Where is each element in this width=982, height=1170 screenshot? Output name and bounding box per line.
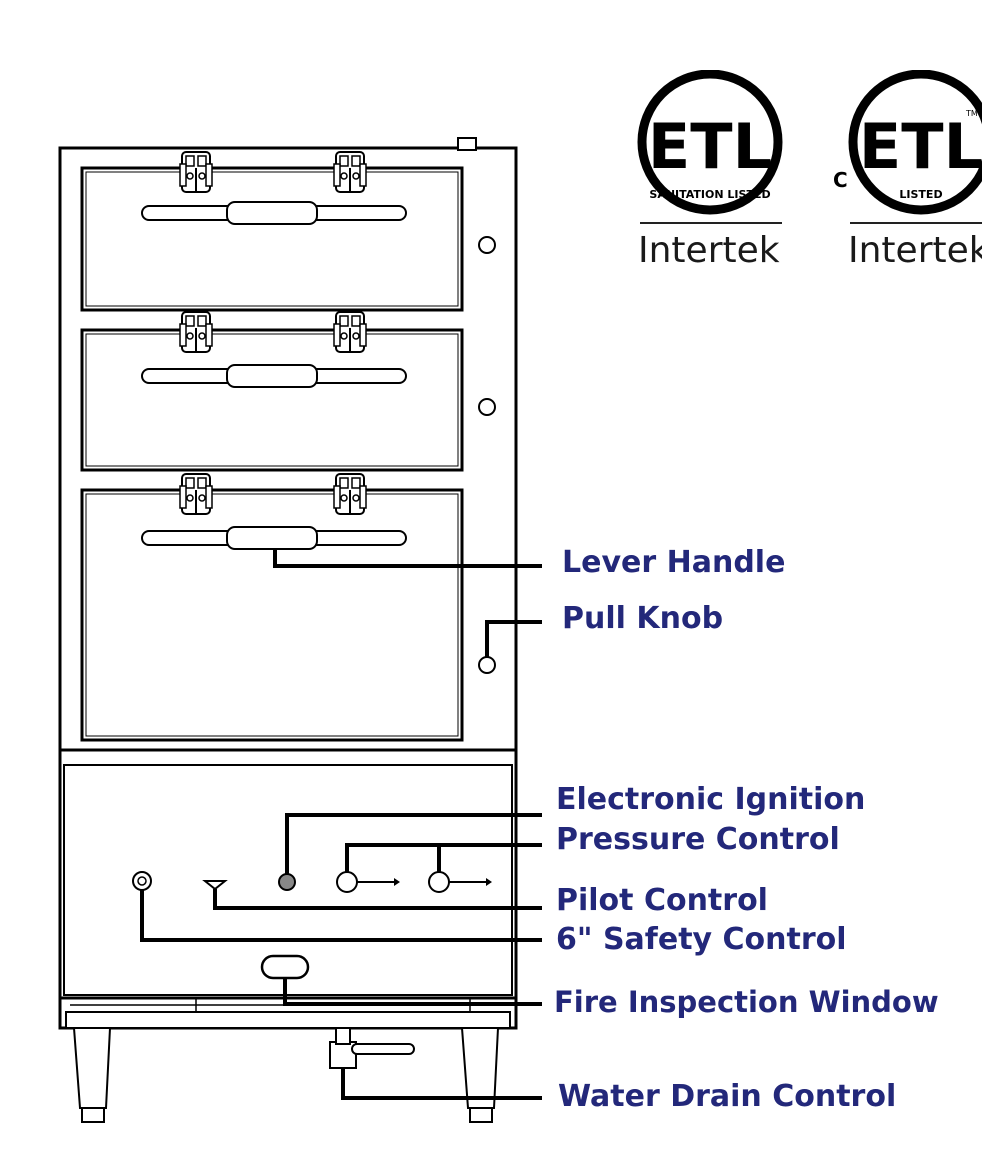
- callout-pilot-control: Pilot Control: [556, 883, 768, 918]
- divider-line: [850, 222, 982, 224]
- cabinet-leg: [460, 1027, 500, 1109]
- door-latch-icon[interactable]: [333, 311, 367, 353]
- pressure-valve-icon[interactable]: [428, 871, 450, 893]
- callout-leader-lines: [140, 550, 542, 1100]
- callout-safety-control: 6" Safety Control: [556, 922, 847, 957]
- trademark-symbol: TM: [965, 109, 978, 118]
- callout-pull-knob: Pull Knob: [562, 601, 724, 636]
- etl-ring-text: SANITATION LISTED: [649, 188, 770, 201]
- compartment-door-top[interactable]: [80, 166, 464, 312]
- door-latch-icon[interactable]: [179, 473, 213, 515]
- compartment-door-middle[interactable]: [80, 328, 464, 472]
- pull-knob-icon[interactable]: [478, 656, 496, 674]
- pressure-valve-icon[interactable]: [336, 871, 358, 893]
- lever-handle-icon[interactable]: [141, 526, 407, 550]
- door-latch-icon[interactable]: [333, 151, 367, 193]
- door-latch-icon[interactable]: [179, 151, 213, 193]
- callout-pressure-control: Pressure Control: [556, 822, 840, 857]
- etl-listed-mark: ETL LISTED TM: [848, 70, 982, 215]
- intertek-label: Intertek: [848, 230, 982, 271]
- pull-knob-icon[interactable]: [478, 236, 496, 254]
- intertek-label: Intertek: [638, 230, 780, 271]
- lever-handle-icon[interactable]: [141, 201, 407, 225]
- door-latch-icon[interactable]: [179, 311, 213, 353]
- callout-electronic-ignition: Electronic Ignition: [556, 782, 866, 817]
- cabinet-leg: [72, 1027, 112, 1109]
- canada-prefix: C: [833, 168, 848, 192]
- steam-vent: [457, 137, 477, 151]
- water-drain-lever-icon[interactable]: [351, 1043, 415, 1055]
- ignition-button-icon[interactable]: [278, 873, 296, 891]
- lever-handle-icon[interactable]: [141, 364, 407, 388]
- pull-knob-icon[interactable]: [478, 398, 496, 416]
- fire-inspection-window-icon: [260, 954, 310, 980]
- etl-logo-text: ETL: [859, 110, 982, 183]
- etl-ring-text: LISTED: [899, 188, 942, 201]
- callout-fire-inspection-window: Fire Inspection Window: [554, 985, 939, 1019]
- safety-control-icon[interactable]: [132, 871, 152, 891]
- pilot-control-icon[interactable]: [202, 880, 228, 891]
- etl-logo-text: ETL: [648, 110, 772, 183]
- callout-water-drain-control: Water Drain Control: [558, 1079, 897, 1114]
- divider-line: [640, 222, 782, 224]
- etl-sanitation-mark: ETL SANITATION LISTED: [637, 70, 783, 215]
- door-latch-icon[interactable]: [333, 473, 367, 515]
- callout-lever-handle: Lever Handle: [562, 545, 786, 580]
